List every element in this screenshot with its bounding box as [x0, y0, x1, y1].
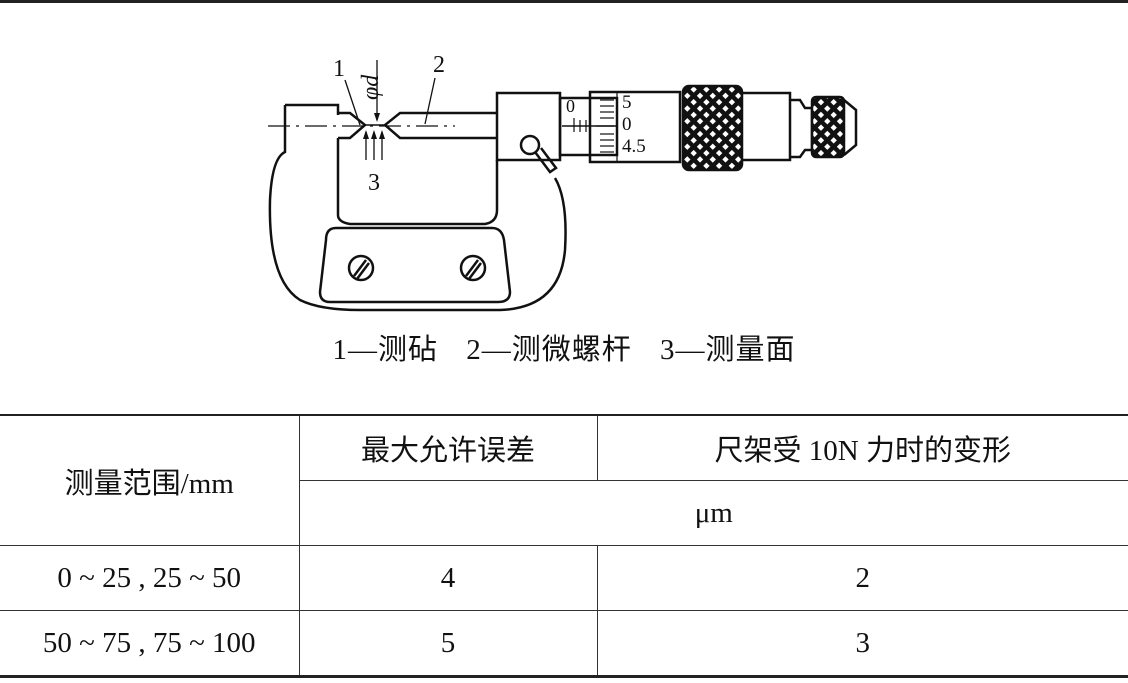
caption-item: 1—测砧: [332, 334, 438, 366]
header-range: 测量范围/mm: [0, 414, 300, 546]
screw-icon: [459, 254, 487, 282]
spindle-body: [495, 91, 562, 162]
spec-table: 测量范围/mm 最大允许误差 尺架受 10N 力时的变形 μm 0 ~ 25 ,…: [0, 414, 1128, 678]
label-diameter: φd: [358, 74, 384, 100]
frame-plate: [318, 226, 512, 304]
cell-deform: 2: [596, 545, 1128, 611]
label-anvil: 1: [333, 56, 345, 82]
caption-item: 2—测微螺杆: [466, 334, 632, 366]
lock-lever: [519, 134, 558, 174]
frame-outline: [268, 103, 567, 312]
knurled-ratchet: [810, 95, 846, 159]
cell-deform: 3: [596, 610, 1128, 678]
header-deform: 尺架受 10N 力时的变形: [596, 414, 1128, 481]
header-error: 最大允许误差: [298, 414, 598, 481]
cell-range: 0 ~ 25 , 25 ~ 50: [0, 545, 300, 611]
ratchet: [790, 98, 814, 159]
cell-error: 5: [298, 610, 598, 678]
sleeve-zero: 0: [566, 96, 575, 116]
thimble-mark-5: 5: [622, 92, 632, 113]
figure-caption: 1—测砧 2—测微螺杆 3—测量面: [0, 326, 1128, 368]
table-row: 0 ~ 25 , 25 ~ 50 4 2: [0, 545, 1128, 611]
top-rule: [0, 0, 1128, 3]
caption-item: 3—测量面: [660, 334, 796, 366]
header-unit: μm: [299, 480, 1128, 546]
screw-icon: [347, 254, 375, 282]
spindle: [383, 111, 497, 140]
label-measuring-face: 3: [368, 170, 380, 196]
cell-range: 50 ~ 75 , 75 ~ 100: [0, 610, 300, 678]
table-row: 50 ~ 75 , 75 ~ 100 5 3: [0, 610, 1128, 678]
knurled-thimble: [681, 84, 744, 172]
frame-inner: [336, 138, 499, 226]
cell-error: 4: [298, 545, 598, 611]
label-spindle: 2: [433, 52, 445, 78]
micrometer-diagram: 1 2 3 φd 0 5 0 4.5: [268, 52, 858, 312]
thimble: [588, 90, 682, 164]
thimble-mark-0: 0: [622, 114, 632, 135]
thimble-mark-4-5: 4.5: [622, 136, 646, 157]
